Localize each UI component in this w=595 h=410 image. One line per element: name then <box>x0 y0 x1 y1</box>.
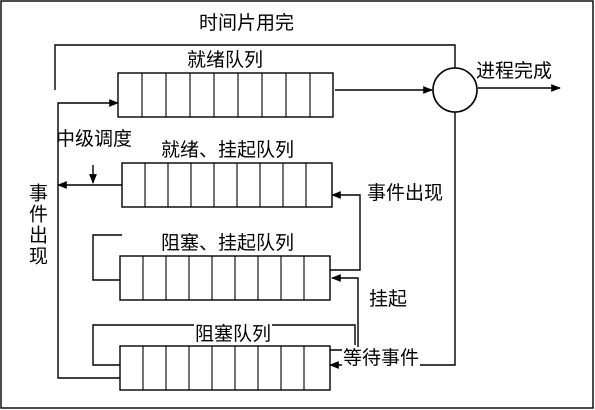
queue-ready <box>117 72 334 118</box>
processor-circle <box>432 67 478 113</box>
queue-ready-suspend-label: 就绪、挂起队列 <box>160 139 296 161</box>
wait-event-arrow <box>329 110 456 369</box>
suspend-arrow <box>330 274 359 351</box>
ready-suspend-loop-line <box>92 234 122 281</box>
blocked-loop-line <box>92 324 356 366</box>
queue-blocked-label: 阻塞队列 <box>194 323 273 345</box>
queue-blocked-suspend-label: 阻塞、挂起队列 <box>160 232 296 254</box>
event-occurs-left-arrow <box>57 99 120 379</box>
event-occurs-side-label: 事件出现 <box>26 183 48 267</box>
event-occurs-right-arrow <box>330 191 361 271</box>
process-done-label: 进程完成 <box>476 60 553 82</box>
wait-event-label: 等待事件 <box>342 347 421 369</box>
suspend-label: 挂起 <box>368 288 409 310</box>
time-slice-loop-line <box>54 44 456 90</box>
queue-ready-suspend <box>121 162 333 208</box>
time-slice-label: 时间片用完 <box>199 12 295 34</box>
queue-ready-label: 就绪队列 <box>186 49 265 71</box>
mid-schedule-label: 中级调度 <box>56 128 133 150</box>
event-occurs-right-label: 事件出现 <box>366 182 445 204</box>
queue-blocked <box>119 345 331 391</box>
queue-blocked-suspend <box>119 255 331 301</box>
